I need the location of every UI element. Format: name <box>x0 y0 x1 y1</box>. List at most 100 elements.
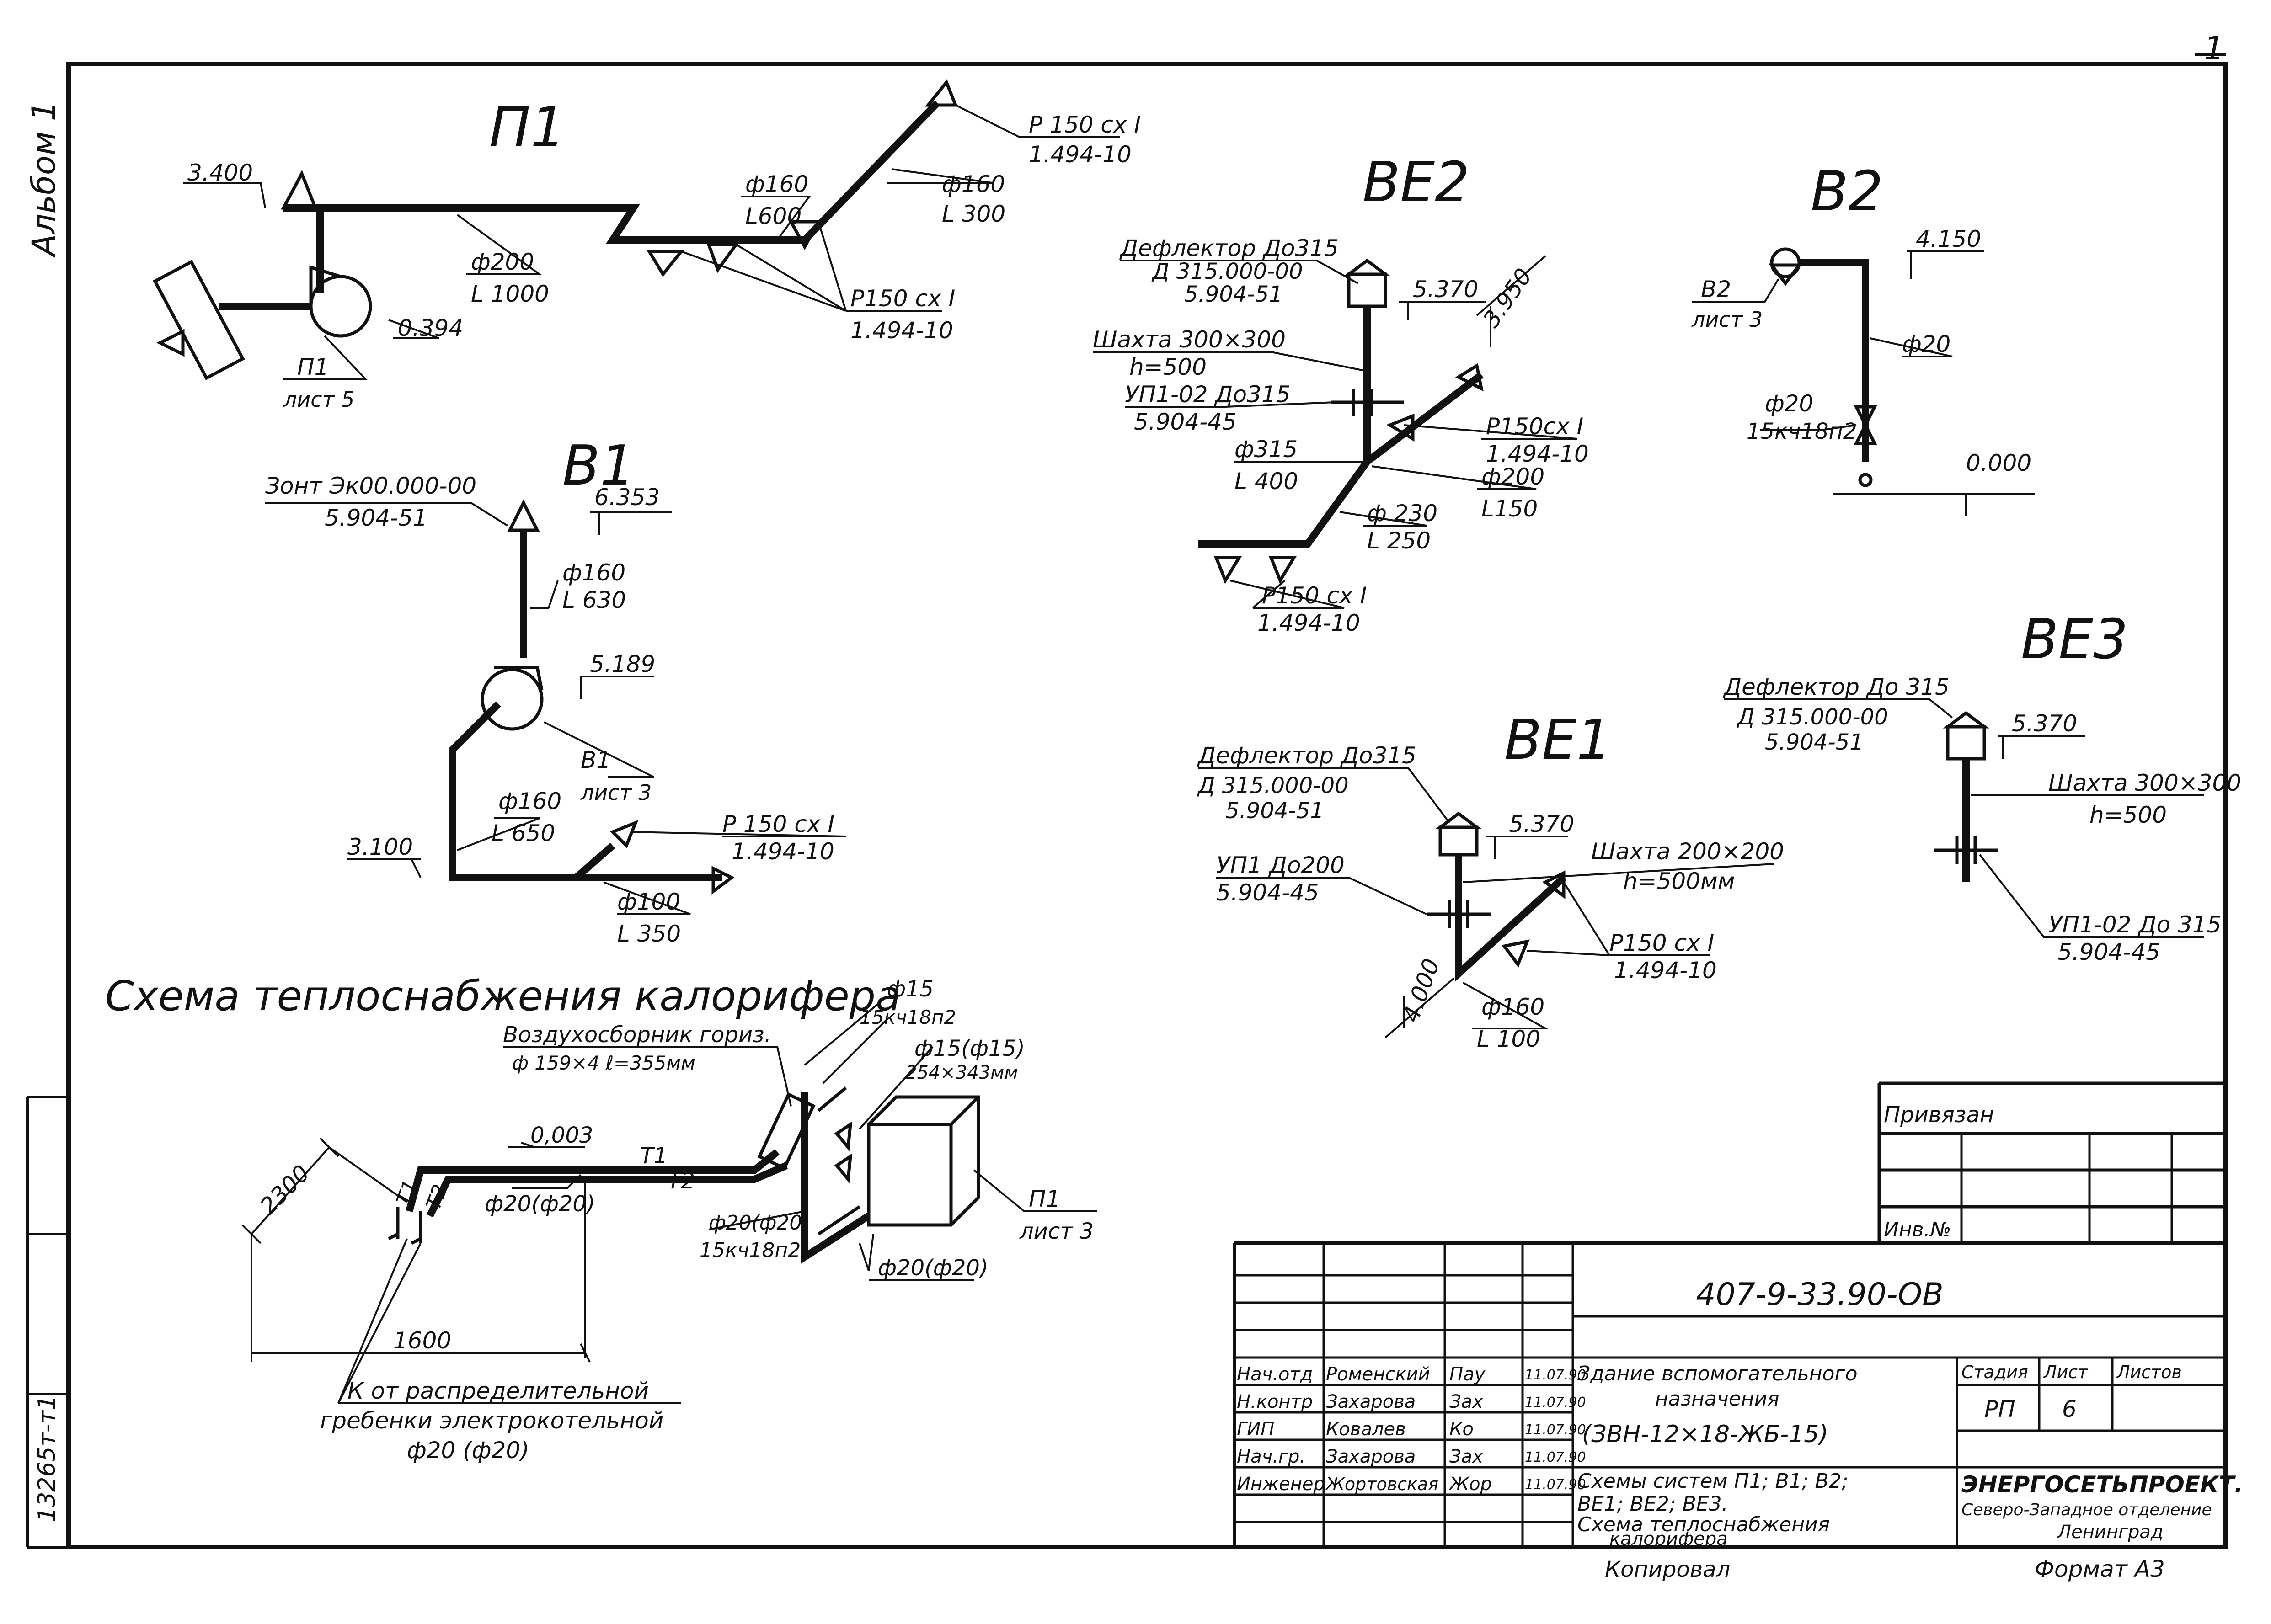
tb-date-1: 11.07.90 <box>1525 1395 1586 1411</box>
b2-pipe <box>1799 259 1869 462</box>
heating-valve: 15кч18п2 <box>860 1006 956 1028</box>
be3-shaft: Шахта 300×300 <box>2048 770 2241 796</box>
b1-end-triangle <box>711 866 735 895</box>
be2-l150: L150 <box>1481 495 1538 522</box>
b1-d100: ф100 <box>617 889 680 915</box>
be3-valve-code: 5.904-45 <box>2057 939 2160 965</box>
tb-building-2: назначения <box>1655 1387 1779 1411</box>
heating-scheme: Схема теплоснабжения калорифера <box>105 972 1097 1464</box>
be3-valve <box>1934 836 1998 864</box>
system-b1: В1 Зонт Эк00.000-00 5.904-51 6.353 ф160 … <box>265 434 846 947</box>
p1-d160a: ф160 <box>745 171 808 197</box>
b1-damper: Зонт Эк00.000-00 <box>265 473 476 499</box>
unit-icon <box>1769 247 1802 286</box>
tb-stage-header: Стадия <box>1961 1362 2028 1382</box>
air-collector <box>757 1092 816 1171</box>
b2-unit: В2 <box>1701 276 1731 303</box>
be2-deflector: Дефлектор До315 <box>1119 235 1339 261</box>
heating-note3: ф20 (ф20) <box>407 1437 529 1464</box>
valve-icon <box>834 1121 853 1183</box>
be2-title: ВЕ2 <box>1363 151 1470 214</box>
b1-d160a: ф160 <box>562 559 625 586</box>
p1-grille: Р150 сх I <box>850 285 955 312</box>
be1-shaft-h: h=500мм <box>1623 868 1735 895</box>
be2-d230: ф 230 <box>1367 500 1437 527</box>
tb-sheet-header: Лист <box>2043 1362 2089 1382</box>
margin-stamp: 13265т-т1 <box>33 1395 61 1522</box>
be2-mark-5370: 5.370 <box>1413 276 1478 303</box>
tb-signature-0: Пау <box>1449 1364 1486 1385</box>
be2-deflector-code1: Д 315.000-00 <box>1151 259 1303 284</box>
page-number: 1 <box>2204 30 2224 67</box>
system-be1: ВЕ1 Дефлектор До315 Д 315.000-00 5.904-5… <box>1197 708 1784 1052</box>
be1-grille: Р150 сх I <box>1609 930 1714 956</box>
tb-role-0: Нач.отд <box>1237 1364 1313 1385</box>
p1-duct <box>283 100 940 244</box>
tb-signature-2: Ко <box>1449 1419 1474 1440</box>
be1-mark-5370: 5.370 <box>1509 811 1574 837</box>
b1-fan-sheet: лист 3 <box>580 780 652 805</box>
be1-title: ВЕ1 <box>1504 708 1612 772</box>
tb-desc-1: Схемы систем П1; В1; В2; <box>1577 1470 1849 1493</box>
b2-title: В2 <box>1811 160 1883 224</box>
be2-duct <box>1198 372 1484 548</box>
b1-fan: В1 <box>581 747 611 773</box>
be1-deflector-code2: 5.904-51 <box>1225 798 1324 824</box>
t2-pipe <box>426 1162 788 1218</box>
heating-dim-254: 254×343мм <box>905 1062 1018 1083</box>
be2-d200: ф200 <box>1481 463 1544 490</box>
b1-grille-code: 1.494-10 <box>732 838 834 865</box>
be2-shaft-h: h=500 <box>1129 354 1207 380</box>
be2-grille-triangle <box>1213 556 1242 584</box>
heating-d20-bottom: ф20(ф20) <box>878 1255 989 1281</box>
p1-unit-sheet: лист 5 <box>283 387 354 412</box>
heating-slope: 0,003 <box>530 1123 593 1148</box>
be2-grille2-code: 1.494-10 <box>1257 610 1360 636</box>
b1-l350: L 350 <box>617 921 681 947</box>
p1-grille-triangle <box>646 250 685 277</box>
b1-l650: L 650 <box>492 820 555 847</box>
p1-grille-code: 1.494-10 <box>850 317 953 344</box>
be2-grille2: Р150 сх I <box>1262 582 1367 609</box>
heating-d20-valve: ф20(ф20) <box>709 1211 810 1235</box>
heating-d15b: ф15(ф15) <box>914 1036 1025 1061</box>
riser-inner <box>817 1086 860 1235</box>
system-be3: ВЕ3 Дефлектор До 315 Д 315.000-00 5.904-… <box>1723 608 2241 965</box>
b1-l630: L 630 <box>562 587 626 613</box>
be2-valve-code: 5.904-45 <box>1134 409 1237 435</box>
be1-deflector-code1: Д 315.000-00 <box>1197 773 1349 799</box>
be2-valve <box>1331 389 1404 416</box>
album-label: Альбом 1 <box>25 101 63 258</box>
be2-grille-code: 1.494-10 <box>1486 441 1589 467</box>
tb-desc-3: Схема теплоснабжения <box>1577 1513 1830 1536</box>
tb-date-2: 11.07.90 <box>1525 1422 1586 1438</box>
heating-title: Схема теплоснабжения калорифера <box>105 972 901 1020</box>
tb-sheet: 6 <box>2062 1396 2077 1422</box>
tb-role-3: Нач.гр. <box>1237 1446 1305 1467</box>
b1-mark-6353: 6.353 <box>594 484 660 511</box>
tb-name-4: Жортовская <box>1325 1474 1438 1494</box>
p1-title: П1 <box>489 96 566 160</box>
tb-inv: Инв.№ <box>1884 1218 1951 1241</box>
deflector-icon <box>1344 258 1390 308</box>
heating-d15: ф15 <box>887 976 934 1002</box>
be1-l100: L 100 <box>1477 1026 1540 1052</box>
be1-grille-code: 1.494-10 <box>1614 957 1717 984</box>
p1-l600: L600 <box>745 203 802 229</box>
system-be2: ВЕ2 Дефлектор До315 Д 315.000-00 5.904-5… <box>1093 151 1589 636</box>
be1-valve: УП1 До200 <box>1216 852 1345 879</box>
be2-shaft: Шахта 300×300 <box>1093 326 1286 353</box>
be1-duct <box>1455 855 1566 982</box>
be2-l400: L 400 <box>1234 468 1298 495</box>
p1-d200: ф200 <box>471 249 534 275</box>
footer-format: Формат А3 <box>2035 1556 2165 1582</box>
tb-stage: РП <box>1984 1396 2015 1422</box>
p1-d160b: ф160 <box>942 171 1005 197</box>
heating-unit-sheet: лист 3 <box>1019 1219 1094 1244</box>
heating-t1: Т1 <box>640 1143 668 1169</box>
p1-unit: П1 <box>297 354 329 380</box>
title-block: Привязан Инв.№ 407-9-33.90-ОВ Нач.отд Н.… <box>1233 1081 2243 1549</box>
heating-note2: гребенки электрокотельной <box>320 1407 663 1434</box>
tb-name-2: Ковалев <box>1326 1419 1406 1440</box>
